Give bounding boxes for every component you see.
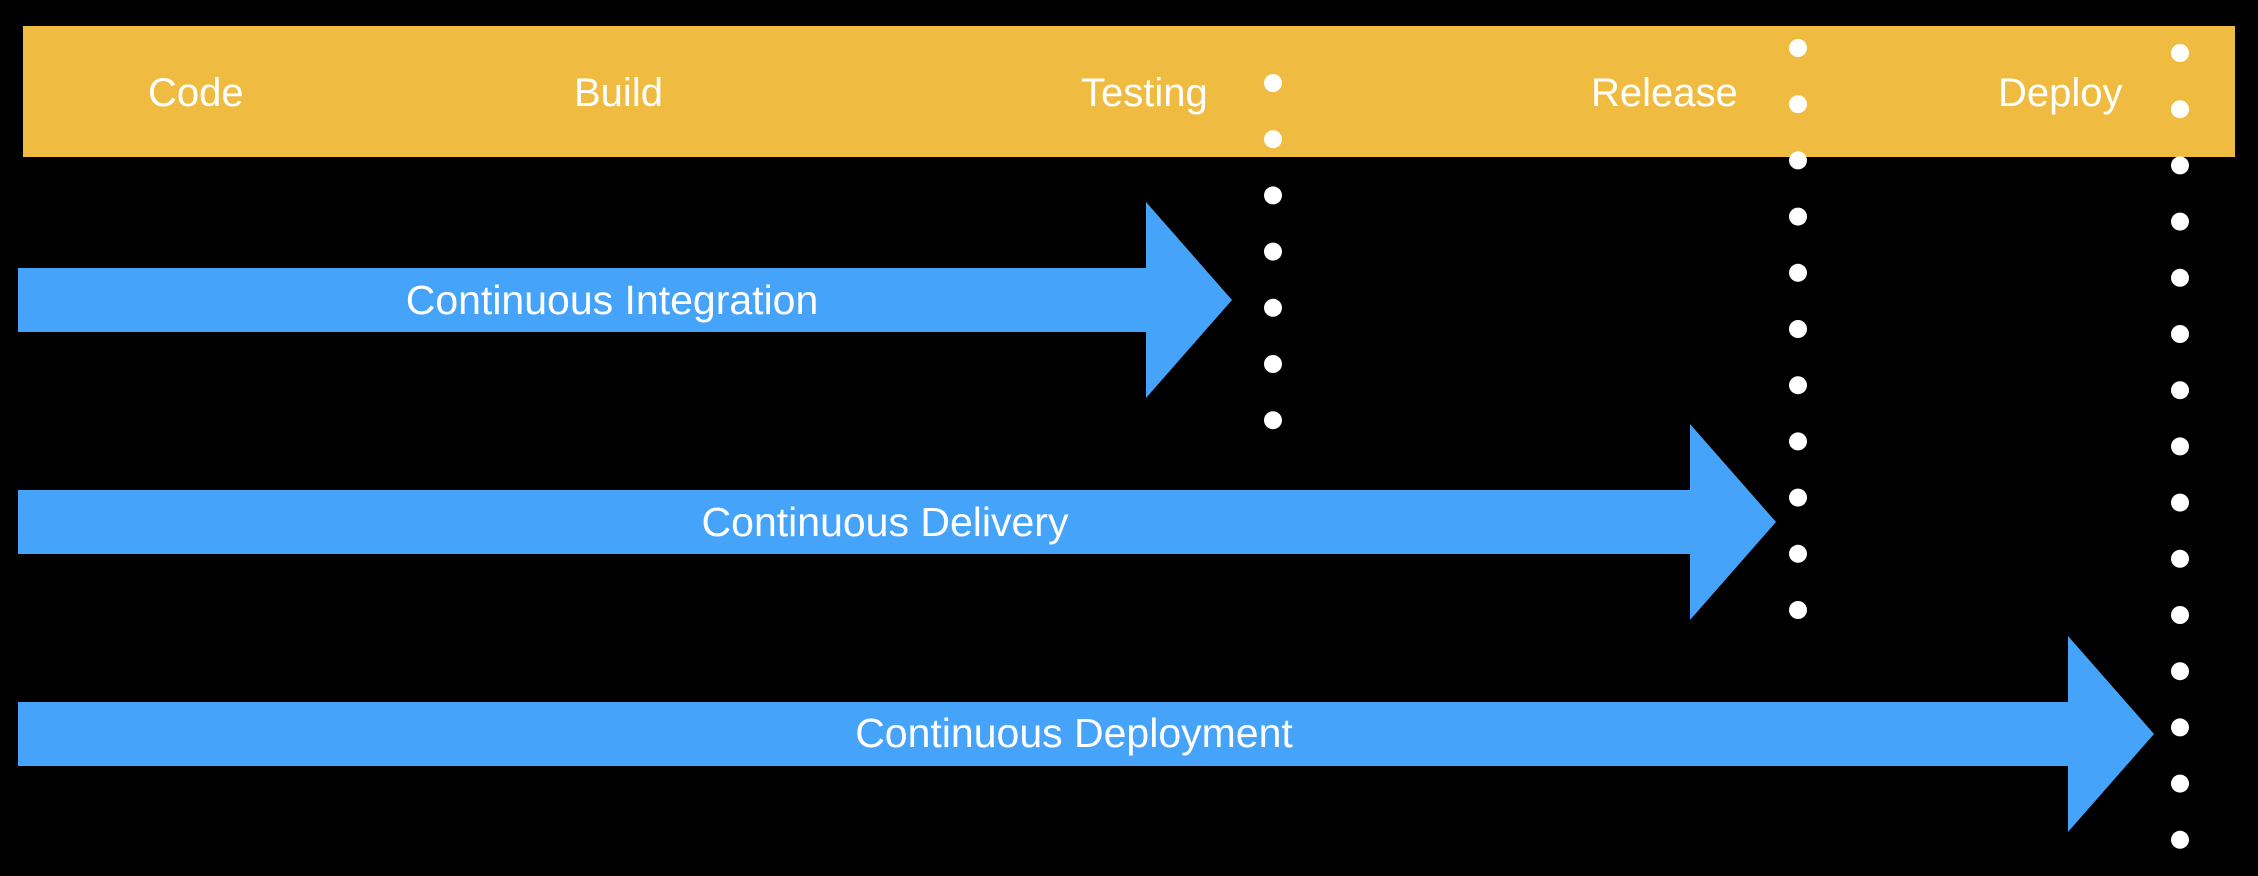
- dot: [2171, 212, 2189, 231]
- arrow-continuous-integration: [18, 202, 1232, 398]
- dotted-line-release: [1789, 39, 1807, 619]
- dot: [1789, 488, 1807, 507]
- dot: [2171, 100, 2189, 119]
- dot: [1264, 242, 1282, 261]
- dot: [2171, 662, 2189, 681]
- arrow-label-continuous-delivery: Continuous Delivery: [701, 499, 1069, 545]
- dot: [1264, 186, 1282, 205]
- dot: [1264, 355, 1282, 373]
- dot: [2171, 606, 2189, 624]
- dot: [1789, 544, 1807, 563]
- dot: [2171, 493, 2189, 512]
- dot: [1789, 207, 1807, 226]
- stage-label-release: Release: [1591, 71, 1738, 115]
- dot: [1789, 432, 1807, 451]
- arrow-label-continuous-deployment: Continuous Deployment: [855, 710, 1293, 756]
- dotted-line-deploy: [2171, 44, 2189, 849]
- stage-label-deploy: Deploy: [1998, 71, 2123, 115]
- dot: [2171, 44, 2189, 62]
- arrow-continuous-delivery: [18, 424, 1776, 620]
- dot: [1264, 74, 1282, 92]
- dot: [2171, 156, 2189, 175]
- dot: [1789, 95, 1807, 114]
- dot: [1789, 263, 1807, 282]
- header-band: [23, 26, 2235, 157]
- arrow-label-continuous-integration: Continuous Integration: [405, 277, 819, 323]
- dot: [2171, 325, 2189, 343]
- dot: [2171, 774, 2189, 793]
- stage-label-code: Code: [148, 71, 244, 115]
- dot: [2171, 549, 2189, 568]
- dot: [2171, 718, 2189, 737]
- arrow-continuous-deployment: [18, 636, 2154, 832]
- dot: [1789, 376, 1807, 395]
- dot: [1264, 130, 1282, 149]
- dot: [2171, 381, 2189, 400]
- dot: [1264, 298, 1282, 317]
- dot: [2171, 830, 2189, 849]
- stage-label-build: Build: [574, 71, 663, 115]
- dotted-line-testing: [1264, 74, 1282, 430]
- dot: [1789, 320, 1807, 338]
- dot: [1789, 39, 1807, 57]
- dot: [2171, 268, 2189, 287]
- dot: [1789, 601, 1807, 619]
- dot: [1789, 151, 1807, 170]
- stage-label-testing: Testing: [1081, 71, 1208, 115]
- dot: [1264, 411, 1282, 430]
- dot: [2171, 437, 2189, 456]
